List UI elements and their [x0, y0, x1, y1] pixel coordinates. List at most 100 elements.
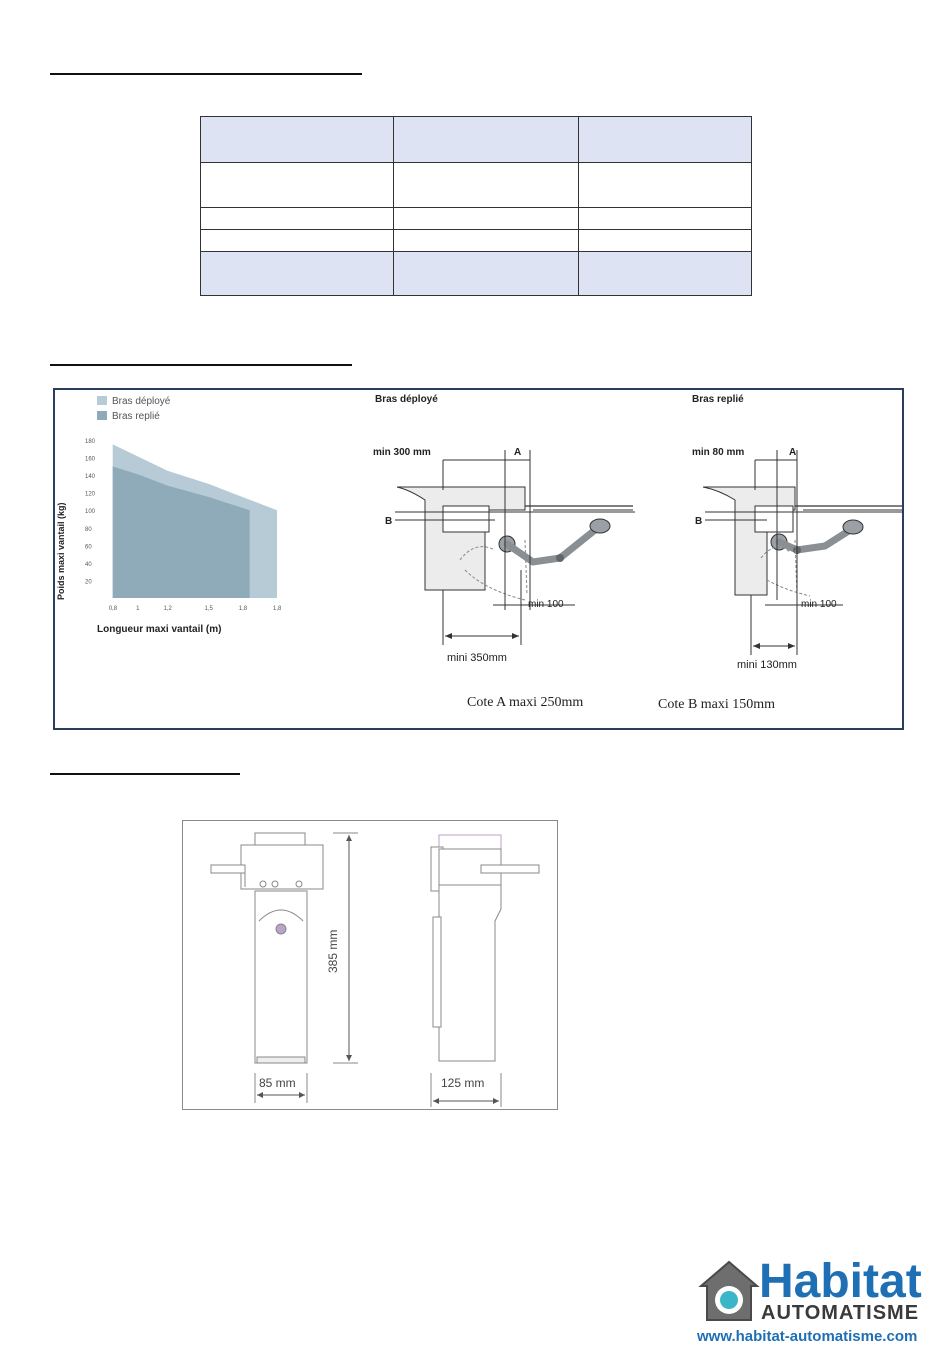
folded-min-label: min 80 mm — [692, 447, 744, 458]
section-rule-2 — [50, 364, 352, 366]
legend-label-folded: Bras replié — [112, 411, 160, 422]
side-top-cap — [438, 834, 502, 850]
table-cell — [200, 162, 394, 208]
table-cell — [393, 207, 579, 230]
deployed-min-label: min 300 mm — [373, 447, 431, 458]
chart-y-tick: 160 — [85, 457, 96, 463]
deployed-b-label: B — [385, 516, 392, 527]
deployed-arm — [503, 526, 599, 566]
front-width-label: 85 mm — [259, 1076, 296, 1090]
specification-table — [200, 116, 752, 296]
front-screw — [271, 880, 279, 888]
side-width-label: 125 mm — [441, 1076, 484, 1090]
table-row — [200, 251, 752, 296]
table-cell — [578, 207, 752, 230]
logo-word-habitat: Habitat — [759, 1255, 922, 1308]
table-row — [200, 229, 752, 252]
front-base — [256, 1056, 306, 1064]
front-handle — [210, 864, 246, 874]
deployed-arm-joint — [556, 554, 564, 562]
chart-x-tick: 0,8 — [109, 606, 118, 612]
logo-word-automatisme: AUTOMATISME — [761, 1302, 920, 1324]
table-cell — [200, 229, 394, 252]
front-bracket — [240, 844, 324, 890]
deployed-arm-bracket — [589, 518, 611, 534]
chart-x-tick: 1 — [136, 606, 140, 612]
folded-arm-bracket — [842, 519, 864, 535]
chart-plot-area — [112, 444, 277, 598]
chart-x-axis-label: Longueur maxi vantail (m) — [97, 624, 221, 635]
chart-y-tick: 180 — [85, 439, 96, 445]
deployed-cote-label: Cote A maxi 250mm — [467, 695, 583, 710]
chart-y-tick: 140 — [85, 474, 96, 480]
chart-x-tick: 1,8 — [273, 606, 282, 612]
deployed-arm-diagram: Bras déployé min 300 mm A B — [373, 394, 635, 710]
table-cell — [578, 251, 752, 296]
deployed-min100-label: min 100 — [528, 599, 564, 610]
chart-y-axis-label: Poids maxi vantail (kg) — [56, 502, 66, 600]
table-cell — [578, 116, 752, 163]
section-rule-3 — [50, 773, 240, 775]
folded-arm — [775, 528, 851, 554]
chart-x-tick: 1,5 — [205, 606, 214, 612]
chart-y-tick: 80 — [85, 527, 92, 533]
front-cover-curve — [258, 909, 304, 922]
chart-y-tick: 120 — [85, 492, 96, 498]
chart-x-tick: 1,8 — [239, 606, 248, 612]
table-row — [200, 207, 752, 230]
folded-cote-label: Cote B maxi 150mm — [658, 697, 775, 712]
table-cell — [393, 162, 579, 208]
folded-min100-label: min 100 — [801, 599, 837, 610]
folded-mini-label: mini 130mm — [737, 659, 797, 671]
folded-operator-box — [754, 505, 794, 533]
table-cell — [578, 229, 752, 252]
deployed-a-label: A — [514, 447, 521, 458]
front-view: 85 mm — [210, 832, 324, 1103]
folded-a-label: A — [789, 447, 796, 458]
legend-swatch-deployed — [97, 396, 107, 405]
side-cover — [432, 916, 442, 1028]
chart-area-series-1 — [112, 466, 250, 598]
chart-y-tick: 20 — [85, 579, 92, 585]
front-screw — [259, 880, 267, 888]
chart-x-ticks: 0,8 1 1,2 1,5 1,8 1,8 — [109, 606, 282, 612]
table-row — [200, 162, 752, 208]
folded-title: Bras replié — [692, 394, 744, 405]
dimensions-svg: 85 mm 385 mm 125 mm — [210, 832, 540, 1107]
table-cell — [200, 207, 394, 230]
table-row — [200, 116, 752, 163]
side-handle — [480, 864, 540, 874]
installation-drawing: Bras déployé Bras replié 180160140120100… — [56, 394, 902, 712]
table-cell — [393, 229, 579, 252]
deployed-dashed-path — [459, 539, 528, 601]
front-screw — [295, 880, 303, 888]
height-label: 385 mm — [326, 930, 340, 973]
side-view: 125 mm — [430, 834, 540, 1107]
logo-url-link[interactable]: www.habitat-automatisme.com — [697, 1328, 918, 1345]
table-cell — [200, 116, 394, 163]
section-rule-1 — [50, 73, 362, 75]
folded-arm-diagram: Bras replié min 80 mm A B min 100 — [658, 394, 902, 712]
legend-swatch-folded — [97, 411, 107, 420]
habitat-automatisme-logo[interactable]: Habitat AUTOMATISME www.habitat-automati… — [697, 1255, 937, 1350]
height-dimension: 385 mm — [326, 832, 358, 1064]
folded-b-label: B — [695, 516, 702, 527]
deployed-title: Bras déployé — [375, 394, 438, 405]
table-cell — [200, 251, 394, 296]
table-cell — [578, 162, 752, 208]
chart-y-tick: 100 — [85, 509, 96, 515]
deployed-operator-box — [442, 505, 490, 533]
front-lock-icon — [275, 923, 287, 935]
side-body — [438, 884, 502, 1062]
front-body — [254, 890, 308, 1064]
chart-x-tick: 1,2 — [163, 606, 172, 612]
chart-y-tick: 40 — [85, 562, 92, 568]
weight-length-chart: Bras déployé Bras replié 180160140120100… — [56, 396, 282, 635]
deployed-mini-label: mini 350mm — [447, 652, 507, 664]
house-logo-icon — [698, 1260, 760, 1321]
table-cell — [393, 251, 579, 296]
legend-label-deployed: Bras déployé — [112, 396, 171, 407]
deployed-pillar — [396, 486, 526, 591]
